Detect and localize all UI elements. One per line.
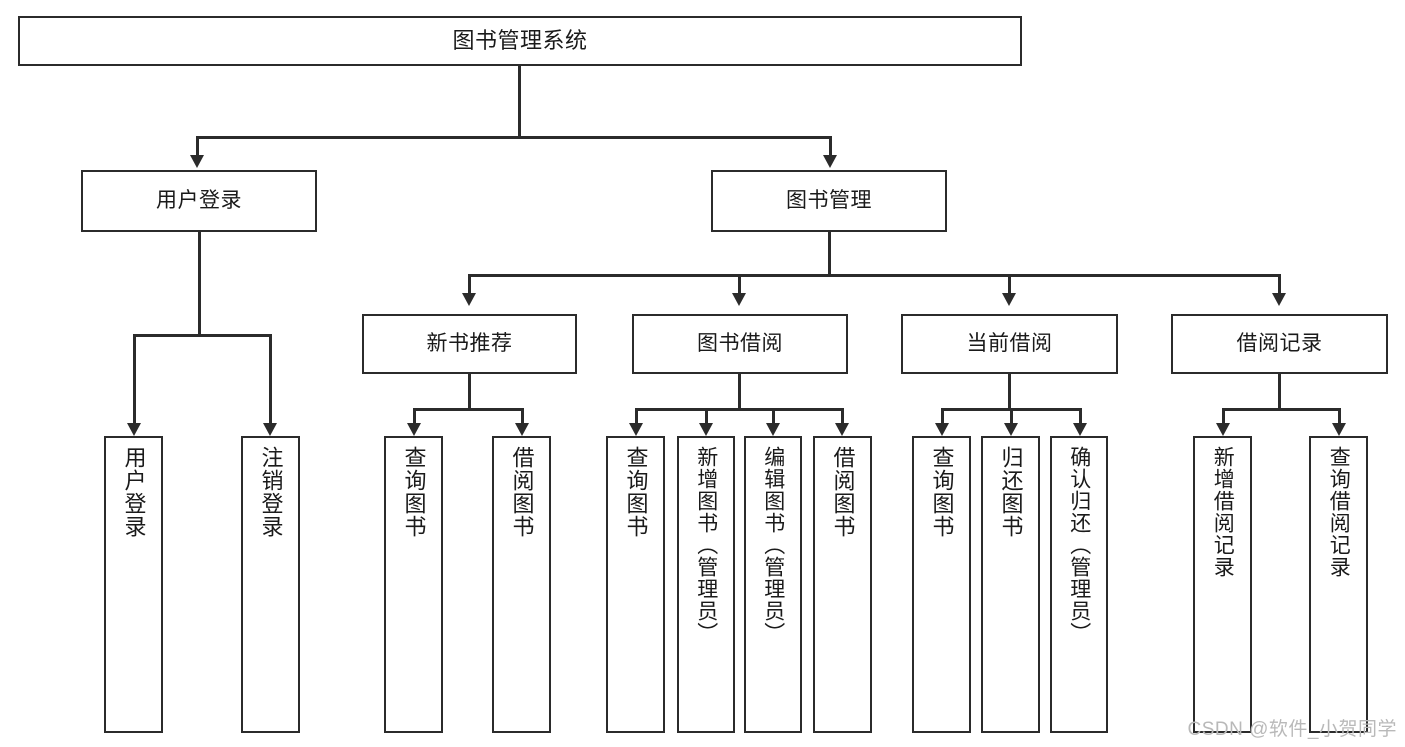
node-leaf-query-book-new-recommend[interactable]: 查询图书 bbox=[384, 436, 443, 733]
arrowhead-to-leaf-query-book-2 bbox=[629, 423, 643, 436]
arrowhead-to-new-book-recommend bbox=[462, 293, 476, 306]
connector-current-borrow-stem bbox=[1008, 374, 1011, 410]
node-book-management[interactable]: 图书管理 bbox=[711, 170, 947, 232]
arrowhead-to-leaf-borrow-book-2 bbox=[835, 423, 849, 436]
node-label: 图书管理 bbox=[786, 189, 872, 213]
connector-nb-to-leaf-1 bbox=[413, 408, 416, 424]
arrowhead-to-leaf-add-record bbox=[1216, 423, 1230, 436]
connector-new-book-bar bbox=[413, 408, 523, 411]
arrowhead-to-leaf-user-login bbox=[127, 423, 141, 436]
arrowhead-to-leaf-return-book bbox=[1004, 423, 1018, 436]
node-leaf-borrow-book-borrow[interactable]: 借阅图书 bbox=[813, 436, 872, 733]
connector-br-to-leaf-2 bbox=[1338, 408, 1341, 424]
connector-bm-to-current-borrow bbox=[1008, 274, 1011, 294]
connector-book-borrow-bar bbox=[635, 408, 843, 411]
node-leaf-query-borrow-record[interactable]: 查询借阅记录 bbox=[1309, 436, 1368, 733]
node-label: 图书借阅 bbox=[697, 332, 783, 356]
arrowhead-to-leaf-query-book-3 bbox=[935, 423, 949, 436]
arrowhead-to-leaf-query-book-1 bbox=[407, 423, 421, 436]
connector-root-bar bbox=[196, 136, 832, 139]
arrowhead-to-book-borrow bbox=[732, 293, 746, 306]
node-leaf-add-borrow-record[interactable]: 新增借阅记录 bbox=[1193, 436, 1252, 733]
connector-cb-to-leaf-1 bbox=[941, 408, 944, 424]
node-label: 借阅记录 bbox=[1236, 332, 1323, 356]
arrowhead-to-leaf-add-book bbox=[699, 423, 713, 436]
node-label: 新增图书（管理员） bbox=[694, 446, 718, 644]
node-user-login[interactable]: 用户登录 bbox=[81, 170, 317, 232]
connector-borrow-record-stem bbox=[1278, 374, 1281, 410]
node-label: 借阅图书 bbox=[830, 446, 856, 538]
node-label: 注销登录 bbox=[258, 446, 284, 538]
node-label: 编辑图书（管理员） bbox=[761, 446, 785, 644]
connector-book-borrow-stem bbox=[738, 374, 741, 410]
connector-bm-to-borrow-record bbox=[1278, 274, 1281, 294]
arrowhead-to-leaf-logout-login bbox=[263, 423, 277, 436]
connector-new-book-stem bbox=[468, 374, 471, 410]
connector-user-login-bar bbox=[133, 334, 271, 337]
connector-nb-to-leaf-2 bbox=[521, 408, 524, 424]
node-leaf-confirm-return-admin[interactable]: 确认归还（管理员） bbox=[1050, 436, 1108, 733]
arrowhead-to-book-management bbox=[823, 155, 837, 168]
node-label: 查询图书 bbox=[401, 446, 427, 538]
node-label: 查询图书 bbox=[929, 446, 955, 538]
node-label: 当前借阅 bbox=[966, 332, 1053, 356]
node-leaf-borrow-book-new-recommend[interactable]: 借阅图书 bbox=[492, 436, 551, 733]
arrowhead-to-user-login bbox=[190, 155, 204, 168]
node-book-borrow[interactable]: 图书借阅 bbox=[632, 314, 848, 374]
connector-root-to-user-login bbox=[196, 136, 199, 156]
connector-bb-to-leaf-4 bbox=[841, 408, 844, 424]
connector-user-login-to-leaf-1 bbox=[133, 334, 136, 424]
node-label: 用户登录 bbox=[156, 189, 242, 213]
node-label: 借阅图书 bbox=[509, 446, 535, 538]
arrowhead-to-leaf-query-record bbox=[1332, 423, 1346, 436]
node-label: 图书管理系统 bbox=[452, 27, 588, 53]
node-label: 归还图书 bbox=[998, 446, 1024, 538]
node-current-borrow[interactable]: 当前借阅 bbox=[901, 314, 1118, 374]
connector-bb-to-leaf-2 bbox=[705, 408, 708, 424]
connector-bm-to-new-book bbox=[468, 274, 471, 294]
connector-cb-to-leaf-2 bbox=[1010, 408, 1013, 424]
connector-bb-to-leaf-1 bbox=[635, 408, 638, 424]
arrowhead-to-leaf-borrow-book-1 bbox=[515, 423, 529, 436]
connector-br-to-leaf-1 bbox=[1222, 408, 1225, 424]
node-new-book-recommend[interactable]: 新书推荐 bbox=[362, 314, 577, 374]
connector-user-login-to-leaf-2 bbox=[269, 334, 272, 424]
connector-book-management-bar bbox=[468, 274, 1280, 277]
connector-user-login-stem bbox=[198, 232, 201, 336]
node-label: 新书推荐 bbox=[426, 332, 513, 356]
node-label: 查询借阅记录 bbox=[1327, 446, 1351, 578]
connector-cb-to-leaf-3 bbox=[1079, 408, 1082, 424]
node-leaf-logout-login[interactable]: 注销登录 bbox=[241, 436, 300, 733]
node-label: 用户登录 bbox=[121, 446, 147, 538]
node-root-book-management-system[interactable]: 图书管理系统 bbox=[18, 16, 1022, 66]
csdn-watermark: CSDN @软件_小贺同学 bbox=[1187, 719, 1397, 740]
connector-bb-to-leaf-3 bbox=[772, 408, 775, 424]
connector-bm-to-book-borrow bbox=[738, 274, 741, 294]
node-leaf-return-book[interactable]: 归还图书 bbox=[981, 436, 1040, 733]
connector-book-management-stem bbox=[828, 232, 831, 276]
node-leaf-query-book-current[interactable]: 查询图书 bbox=[912, 436, 971, 733]
node-label: 新增借阅记录 bbox=[1211, 446, 1235, 578]
connector-borrow-record-bar bbox=[1222, 408, 1340, 411]
node-borrow-record[interactable]: 借阅记录 bbox=[1171, 314, 1388, 374]
node-leaf-user-login[interactable]: 用户登录 bbox=[104, 436, 163, 733]
node-leaf-edit-book-admin[interactable]: 编辑图书（管理员） bbox=[744, 436, 802, 733]
connector-root-stem bbox=[518, 66, 521, 138]
arrowhead-to-borrow-record bbox=[1272, 293, 1286, 306]
connector-root-to-book-management bbox=[829, 136, 832, 156]
node-label: 确认归还（管理员） bbox=[1067, 446, 1091, 644]
arrowhead-to-current-borrow bbox=[1002, 293, 1016, 306]
node-leaf-query-book-borrow[interactable]: 查询图书 bbox=[606, 436, 665, 733]
arrowhead-to-leaf-edit-book bbox=[766, 423, 780, 436]
node-leaf-add-book-admin[interactable]: 新增图书（管理员） bbox=[677, 436, 735, 733]
arrowhead-to-leaf-confirm-return bbox=[1073, 423, 1087, 436]
node-label: 查询图书 bbox=[623, 446, 649, 538]
